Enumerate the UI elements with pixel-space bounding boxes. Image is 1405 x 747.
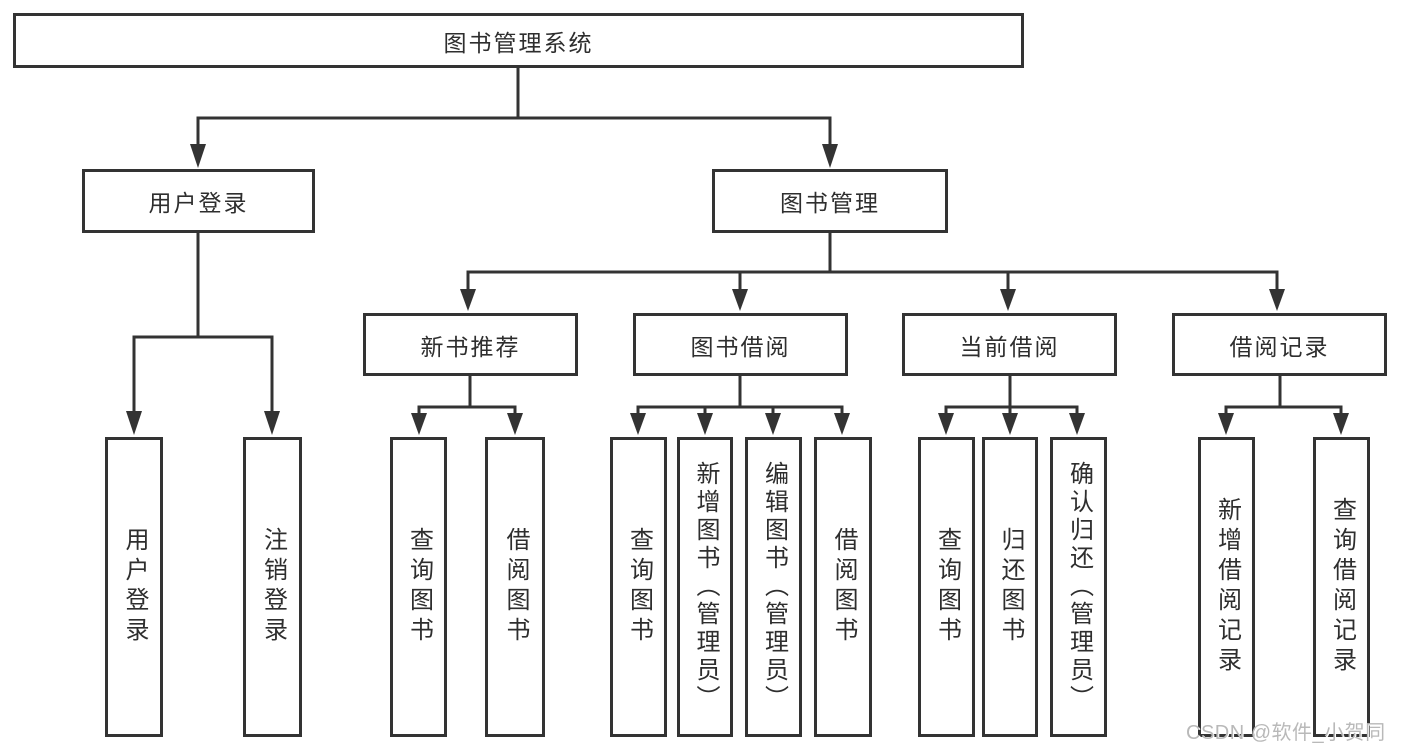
leaf-query-books-3: 查询图书 xyxy=(918,437,975,737)
connector-root-to-level2 xyxy=(196,68,832,146)
leaf-return-books: 归还图书 xyxy=(982,437,1038,737)
connector-mgmt-to-level3 xyxy=(466,233,1279,291)
node-user-login: 用户登录 xyxy=(82,169,315,233)
leaf-query-books-1: 查询图书 xyxy=(390,437,447,737)
leaf-confirm-return-admin: 确认归还（管理员） xyxy=(1050,437,1107,737)
node-book-borrowing: 图书借阅 xyxy=(633,313,848,376)
node-new-book-recommend: 新书推荐 xyxy=(363,313,578,376)
leaf-borrow-books-2: 借阅图书 xyxy=(814,437,872,737)
leaf-add-books-admin: 新增图书（管理员） xyxy=(677,437,733,737)
connector-records-to-leaves xyxy=(1224,376,1343,416)
connector-login-to-leaves xyxy=(132,233,274,413)
node-root-system: 图书管理系统 xyxy=(13,13,1024,68)
leaf-query-books-2: 查询图书 xyxy=(610,437,667,737)
node-current-borrowing: 当前借阅 xyxy=(902,313,1117,376)
leaf-user-login: 用户登录 xyxy=(105,437,163,737)
connector-borrow-to-leaves xyxy=(636,376,844,416)
csdn-watermark: CSDN @软件_小贺同学 xyxy=(1186,722,1386,744)
node-borrowing-records: 借阅记录 xyxy=(1172,313,1387,376)
connector-current-to-leaves xyxy=(944,376,1079,416)
leaf-borrow-books-1: 借阅图书 xyxy=(485,437,545,737)
connector-newrec-to-leaves xyxy=(417,376,517,416)
leaf-logout: 注销登录 xyxy=(243,437,302,737)
leaf-add-borrow-record: 新增借阅记录 xyxy=(1198,437,1255,737)
leaf-query-borrow-record: 查询借阅记录 xyxy=(1313,437,1370,737)
leaf-edit-books-admin: 编辑图书（管理员） xyxy=(745,437,802,737)
node-book-management: 图书管理 xyxy=(712,169,948,233)
